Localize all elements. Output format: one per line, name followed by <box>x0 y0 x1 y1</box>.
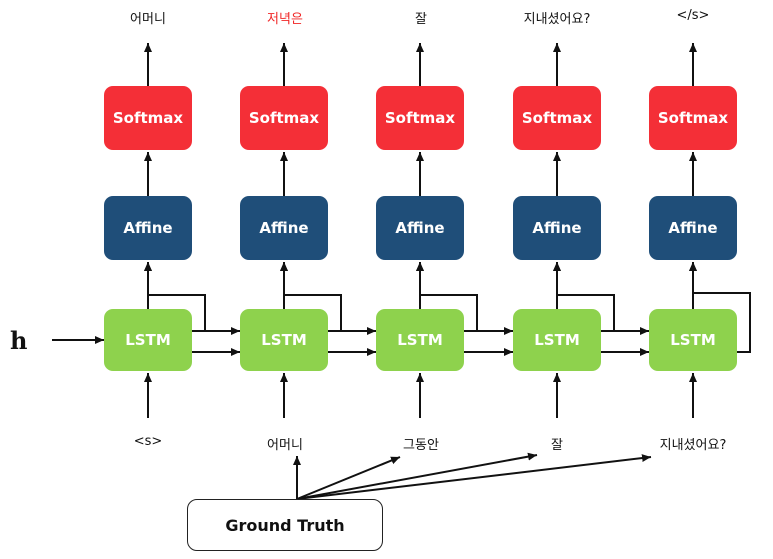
arrow-branch-to-affine-1 <box>280 262 342 331</box>
output-word-0: 어머니 <box>130 12 166 27</box>
affine-node-4: Affine <box>649 196 737 260</box>
affine-node-3: Affine <box>513 196 601 260</box>
softmax-node-4: Softmax <box>649 86 737 150</box>
lstm-node-2: LSTM <box>376 309 464 371</box>
affine-node-2: Affine <box>376 196 464 260</box>
input-word-1: 어머니 <box>267 438 303 453</box>
softmax-node-1: Softmax <box>240 86 328 150</box>
arrow-gt-to-input-3 <box>296 452 538 500</box>
input-word-2: 그동안 <box>403 438 439 453</box>
affine-node-0: Affine <box>104 196 192 260</box>
ground-truth-box: Ground Truth <box>187 499 383 551</box>
arrow-branch-to-affine-3 <box>553 262 615 331</box>
arrow-gt-to-input-2 <box>296 456 401 500</box>
output-word-2: 잘 <box>415 12 427 27</box>
softmax-node-0: Softmax <box>104 86 192 150</box>
lstm-node-3: LSTM <box>513 309 601 371</box>
arrow-gt-to-input-4 <box>296 454 652 500</box>
hidden-state-label: h <box>10 326 28 355</box>
arrow-branch-to-affine-2 <box>416 262 478 331</box>
lstm-node-1: LSTM <box>240 309 328 371</box>
softmax-node-2: Softmax <box>376 86 464 150</box>
softmax-node-3: Softmax <box>513 86 601 150</box>
input-word-0: <s> <box>133 434 163 449</box>
output-word-3: 지내셨어요? <box>523 12 591 27</box>
input-word-3: 잘 <box>551 438 563 453</box>
lstm-node-0: LSTM <box>104 309 192 371</box>
arrow-branch-to-affine-4 <box>689 262 751 353</box>
input-word-4: 지내셨어요? <box>659 438 727 453</box>
affine-node-1: Affine <box>240 196 328 260</box>
output-word-4: </s> <box>676 8 710 23</box>
arrow-branch-to-affine-0 <box>144 262 206 331</box>
lstm-node-4: LSTM <box>649 309 737 371</box>
output-word-1: 저녁은 <box>267 12 303 27</box>
